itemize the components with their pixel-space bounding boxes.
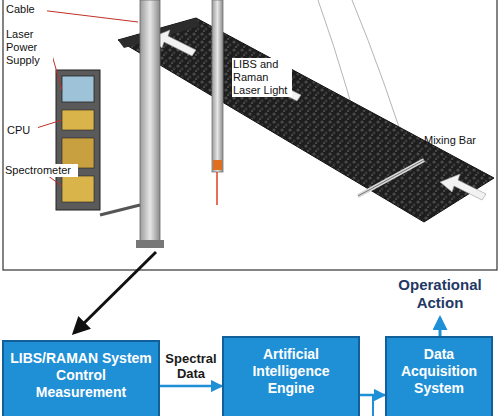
part-label: CPU (6, 124, 38, 137)
flow-arrow (360, 394, 385, 397)
flow-arrow (160, 385, 222, 388)
box-text: Artificial Intelligence Engine (230, 346, 352, 397)
process-box: LIBS/RAMAN System Control Measurement (2, 340, 160, 416)
action-label: Operational Action (385, 276, 495, 312)
process-box: Artificial Intelligence Engine (222, 336, 360, 416)
part-label: LIBS and Raman Laser Light (232, 58, 292, 97)
part-label: Cable (5, 3, 47, 16)
part-label: Mixing Bar (424, 134, 484, 147)
part-label: Laser Power Supply (5, 28, 53, 67)
box-text: LIBS/RAMAN System Control Measurement (10, 350, 152, 401)
edge-label: Spectral Data (158, 351, 224, 381)
process-box: Data Acquisition System (385, 336, 493, 416)
box-text: Data Acquisition System (393, 346, 485, 397)
part-label: Spectrometer (4, 164, 78, 177)
